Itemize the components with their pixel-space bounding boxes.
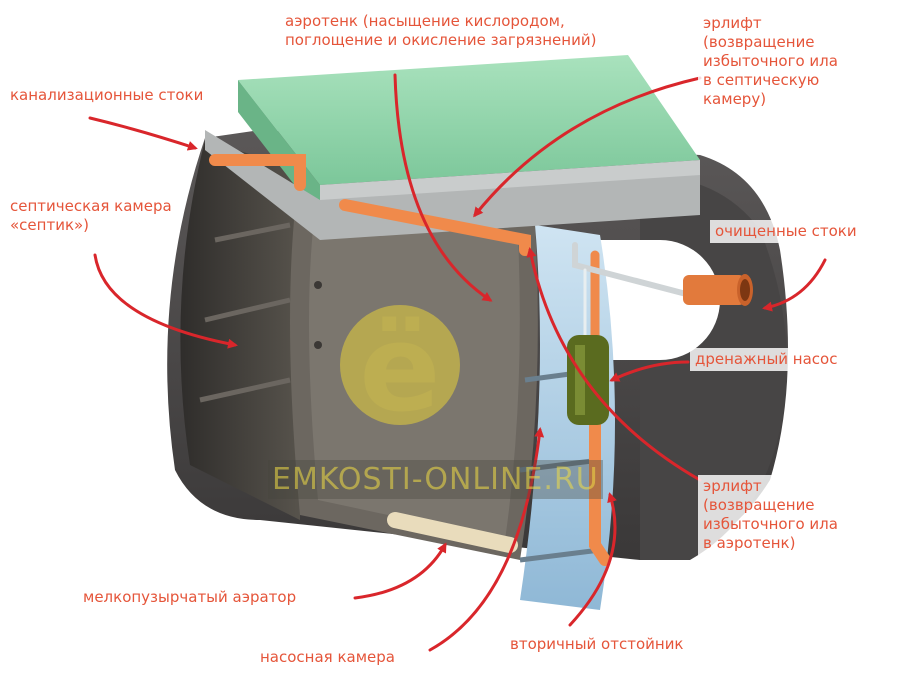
arrow-airlift-top [473, 76, 702, 218]
logo-glyph: ё [359, 300, 440, 439]
arrow-septic [93, 253, 238, 349]
label-pump-chamber: насосная камера [255, 646, 400, 669]
septic-chamber [180, 140, 300, 520]
arrow-pump [609, 360, 690, 382]
arrow-clarifier [568, 492, 617, 627]
label-inflow: канализационные стоки [5, 84, 209, 107]
label-drainage-pump: дренажный насос [690, 348, 843, 371]
label-airlift-top: эрлифт (возвращение избыточного ила в се… [698, 12, 843, 111]
drainage-pump [567, 335, 609, 425]
outlet-pipe [683, 274, 753, 306]
label-aerotank: аэротенк (насыщение кислородом, поглощен… [280, 10, 602, 52]
label-aerator: мелкопузырчатый аэратор [78, 586, 302, 609]
arrow-airlift-bottom [526, 247, 702, 482]
tank-lid [205, 55, 700, 240]
label-outflow: очищенные стоки [710, 220, 862, 243]
piping [209, 154, 693, 566]
logo-watermark: ё [340, 300, 460, 439]
arrow-aerotank [393, 73, 493, 302]
arrow-inflow [88, 116, 198, 151]
arrow-aerator [353, 542, 447, 600]
arrow-outflow [762, 258, 827, 312]
label-secondary-clarifier: вторичный отстойник [505, 633, 689, 656]
label-septic-chamber: септическая камера «септик») [5, 195, 177, 237]
arrow-pump-chamber [428, 427, 545, 652]
label-airlift-bottom: эрлифт (возвращение избыточного ила в аэ… [698, 475, 843, 555]
pointer-arrows [88, 73, 827, 652]
site-watermark: EMKOSTI-ONLINE.RU [268, 460, 603, 499]
